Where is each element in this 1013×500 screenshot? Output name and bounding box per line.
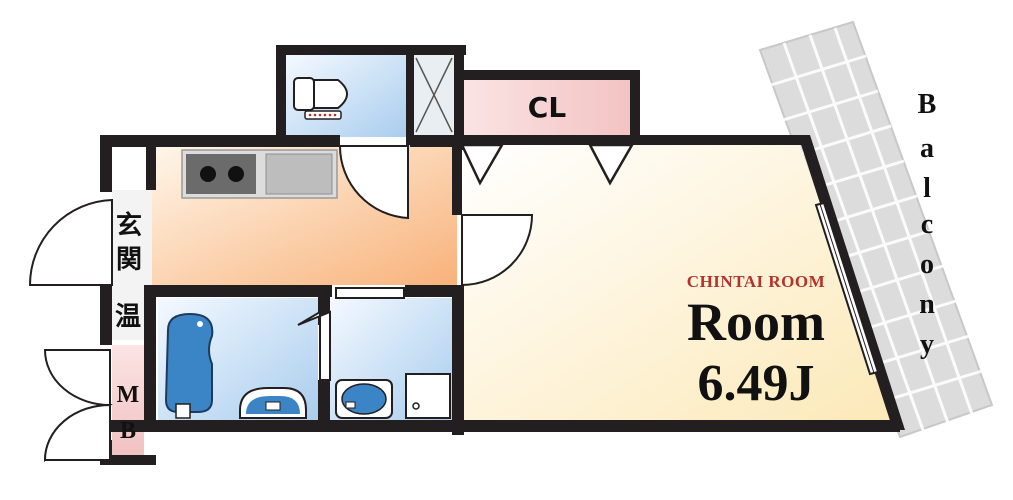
bath-sink-icon xyxy=(239,387,307,419)
toilet-icon xyxy=(293,77,348,120)
room-name: Room xyxy=(687,292,825,352)
meter-box-label-2: B xyxy=(120,418,136,444)
pipe-shaft-cross xyxy=(415,57,453,133)
stove-burner-icon xyxy=(228,166,244,182)
svg-text:B: B xyxy=(918,89,937,120)
svg-text:a: a xyxy=(920,133,934,164)
brand-logo: CHINTAI ROOM xyxy=(687,272,825,291)
toilet-door xyxy=(338,145,409,220)
sink-icon xyxy=(265,153,333,195)
room-size: 6.49J xyxy=(698,355,815,412)
water-heater-label: 温 xyxy=(115,302,141,332)
svg-text:c: c xyxy=(921,209,933,240)
svg-text:o: o xyxy=(920,249,934,280)
svg-text:n: n xyxy=(919,289,935,320)
small-window xyxy=(335,287,405,299)
svg-text:y: y xyxy=(920,329,934,360)
entrance-label-2: 関 xyxy=(116,245,142,275)
closet-doors xyxy=(460,143,635,186)
balcony-window xyxy=(814,201,880,376)
svg-text:l: l xyxy=(923,173,931,204)
meter-box-floor xyxy=(112,345,144,465)
entrance-label-1: 玄 xyxy=(116,210,142,241)
bathtub-icon xyxy=(164,312,214,419)
main-room-floor xyxy=(462,145,895,420)
entrance-floor xyxy=(112,190,152,290)
kitchen-counter xyxy=(181,149,338,199)
meter-box-label-1: M xyxy=(117,382,140,408)
balcony xyxy=(758,20,994,439)
stove-burner-icon xyxy=(200,166,216,182)
room-door xyxy=(461,214,534,287)
washing-machine-pan-icon xyxy=(405,373,451,419)
closet-floor xyxy=(462,80,630,135)
entrance-door xyxy=(28,198,113,286)
balcony-label: B a l c o n y xyxy=(918,89,937,360)
bath-door xyxy=(297,310,331,381)
meter-box-doors xyxy=(43,349,113,463)
closet-label: CL xyxy=(528,91,567,124)
wash-basin-icon xyxy=(335,379,393,419)
